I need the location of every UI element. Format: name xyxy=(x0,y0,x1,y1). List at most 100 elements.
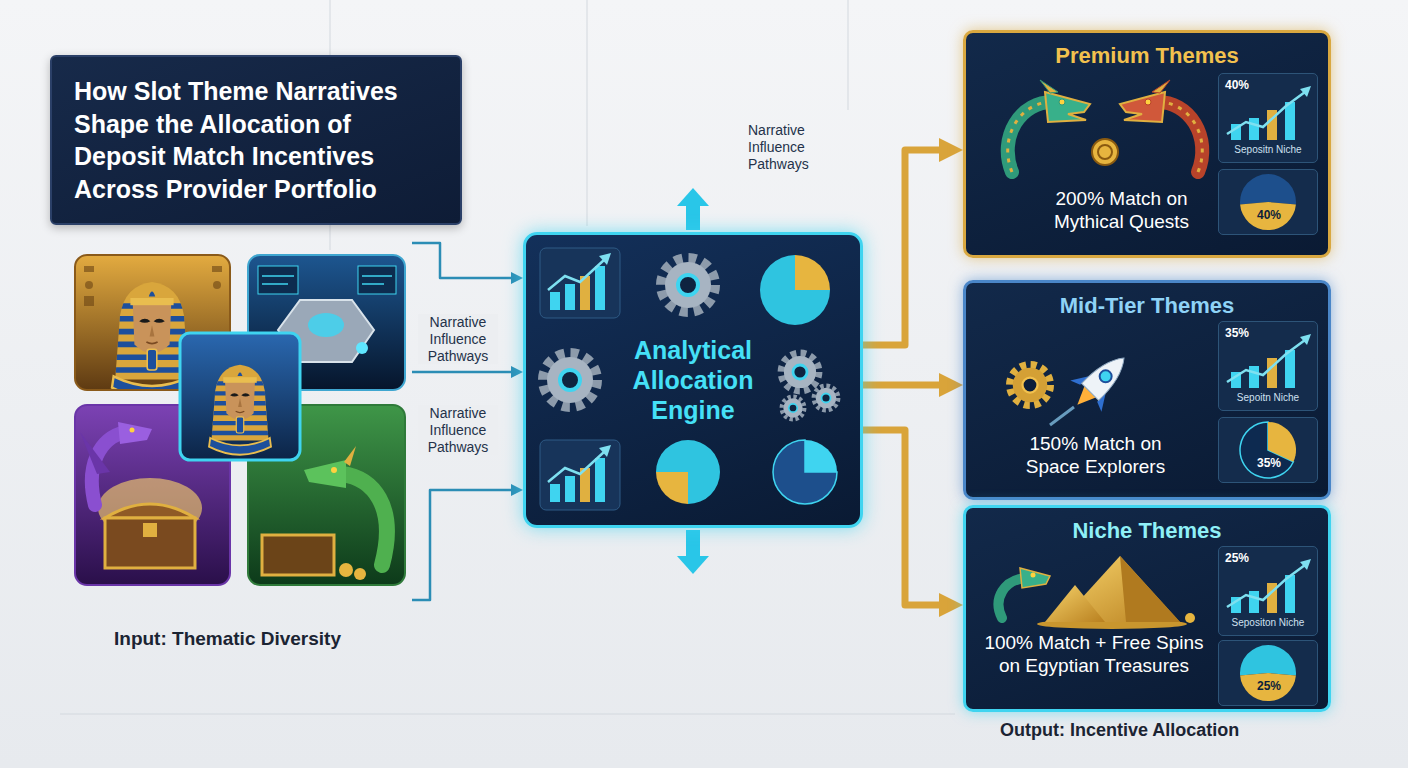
pie-card: 25% xyxy=(1218,640,1318,706)
space-tile xyxy=(356,342,368,354)
text-slot: 150% Match on Space Explorers xyxy=(1003,433,1188,479)
text-slot: 200% Match on Mythical Quests xyxy=(1034,188,1209,234)
space-tile xyxy=(308,313,344,337)
tier-title: Niche Themes xyxy=(966,518,1328,544)
rocket-illustration xyxy=(1094,393,1112,411)
pyramid-illustration xyxy=(1037,619,1187,629)
rocket-illustration xyxy=(1072,386,1096,410)
green-dragon-tile xyxy=(342,474,387,565)
tier-panel: Mid-Tier Themes 150% Match on Space Explo… xyxy=(963,280,1331,500)
pie-chart xyxy=(1268,422,1296,462)
engine-icons xyxy=(548,260,604,290)
rocket-illustration xyxy=(1070,369,1088,387)
text-slot: Sepositon Niche xyxy=(1221,617,1315,629)
pyramid-illustration xyxy=(999,578,1025,618)
pharaoh-tile xyxy=(180,333,300,460)
egypt-tile xyxy=(84,266,94,272)
title-box: How Slot Theme Narratives Shape the Allo… xyxy=(50,55,462,225)
space-tile xyxy=(358,266,396,294)
offer-text: 200% Match on Mythical Quests xyxy=(1034,188,1209,234)
rocket-illustration xyxy=(1097,368,1114,385)
stat-caption: Sepoitn Niche xyxy=(1221,392,1315,404)
stat-caption: Sepositon Niche xyxy=(1221,617,1315,629)
engine-icons xyxy=(595,266,605,310)
grid-line xyxy=(60,714,955,715)
text-slot: Premium Themes xyxy=(966,43,1328,69)
engine-icons xyxy=(782,397,805,420)
engine-icons xyxy=(540,440,620,510)
pie-chart xyxy=(1240,202,1296,230)
text-slot: 40% xyxy=(1225,78,1269,92)
pie-chart xyxy=(1240,673,1296,701)
mini-chart xyxy=(1227,559,1311,613)
egypt-tile xyxy=(212,266,222,272)
egypt-tile xyxy=(84,296,94,306)
pie-card: 40% xyxy=(1218,169,1318,235)
dragon-chest-tile xyxy=(130,428,135,433)
pie-chart xyxy=(1240,174,1296,701)
engine-label: Analytical Allocation Engine xyxy=(618,335,768,425)
dragon-illustration xyxy=(1098,145,1112,159)
rocket-illustration xyxy=(1062,342,1140,420)
dragon-chest-tile xyxy=(80,432,110,474)
input-group: Input: Thematic Diversity xyxy=(66,248,412,662)
pie-percent: 40% xyxy=(1244,208,1294,222)
pie-chart xyxy=(1240,645,1296,675)
tier-panel: Premium Themes 200% Match on Mythical Que… xyxy=(963,30,1331,258)
engine-icons xyxy=(540,248,620,318)
space-tile xyxy=(262,276,392,284)
pie-percent: 35% xyxy=(1244,456,1294,470)
tier-title: Premium Themes xyxy=(966,43,1328,69)
dragon-chest-tile xyxy=(105,518,195,568)
pharaoh-tile xyxy=(180,333,300,460)
pie-chart xyxy=(1240,422,1293,478)
stat-percent: 40% xyxy=(1225,78,1269,92)
space-tile xyxy=(258,266,298,294)
text-slot: Mid-Tier Themes xyxy=(966,293,1328,319)
rocket-illustration xyxy=(1010,365,1051,406)
flow-arrow xyxy=(677,556,709,574)
tier-panel: Niche Themes100% Match + Free Spins on E… xyxy=(963,505,1331,712)
text-slot: 35% xyxy=(1225,326,1269,340)
dragon-illustration xyxy=(1120,80,1202,172)
edge-label: Narrative Influence Pathways xyxy=(418,405,498,455)
pyramid-illustration xyxy=(999,556,1195,629)
pie-chart xyxy=(1240,174,1296,204)
dragon-illustration xyxy=(1008,80,1203,172)
dragon-illustration xyxy=(1008,80,1090,172)
stat-percent: 25% xyxy=(1225,551,1269,565)
connector-arrow xyxy=(863,382,950,389)
rocket-illustration xyxy=(1010,342,1140,425)
diagram-title: How Slot Theme Narratives Shape the Allo… xyxy=(74,75,438,205)
dragon-chest-tile xyxy=(118,422,152,444)
engine-icons xyxy=(543,353,597,407)
stat-caption: Sepositn Niche xyxy=(1221,144,1315,156)
engine-icons xyxy=(661,258,715,312)
flow-arrow xyxy=(686,530,700,558)
text-slot: Sepoitn Niche xyxy=(1221,392,1315,404)
connector-arrow xyxy=(863,430,950,605)
pharaoh-tile xyxy=(203,365,277,455)
connector-arrow xyxy=(412,243,516,278)
green-dragon-tile xyxy=(339,563,353,577)
output-caption: Output: Incentive Allocation xyxy=(1000,720,1320,742)
mini-chart xyxy=(1227,86,1311,613)
pharaoh-tile xyxy=(180,333,300,460)
stat-percent: 35% xyxy=(1225,326,1269,340)
mini-chart xyxy=(1227,334,1311,388)
engine-box: Analytical Allocation Engine xyxy=(523,232,863,528)
pyramid-illustration xyxy=(1031,573,1036,578)
engine-icons xyxy=(805,440,837,472)
offer-text: 150% Match on Space Explorers xyxy=(1003,433,1188,479)
pyramid-illustration xyxy=(1060,556,1180,622)
grid-line xyxy=(587,0,588,226)
engine-icons xyxy=(814,386,838,410)
text-slot: Input: Thematic Diversity xyxy=(114,628,404,651)
text-slot: 25% xyxy=(1244,679,1294,693)
tier-title: Mid-Tier Themes xyxy=(966,293,1328,319)
engine-icons xyxy=(580,276,590,310)
egypt-tile xyxy=(213,281,221,289)
dragon-illustration xyxy=(1120,80,1202,172)
